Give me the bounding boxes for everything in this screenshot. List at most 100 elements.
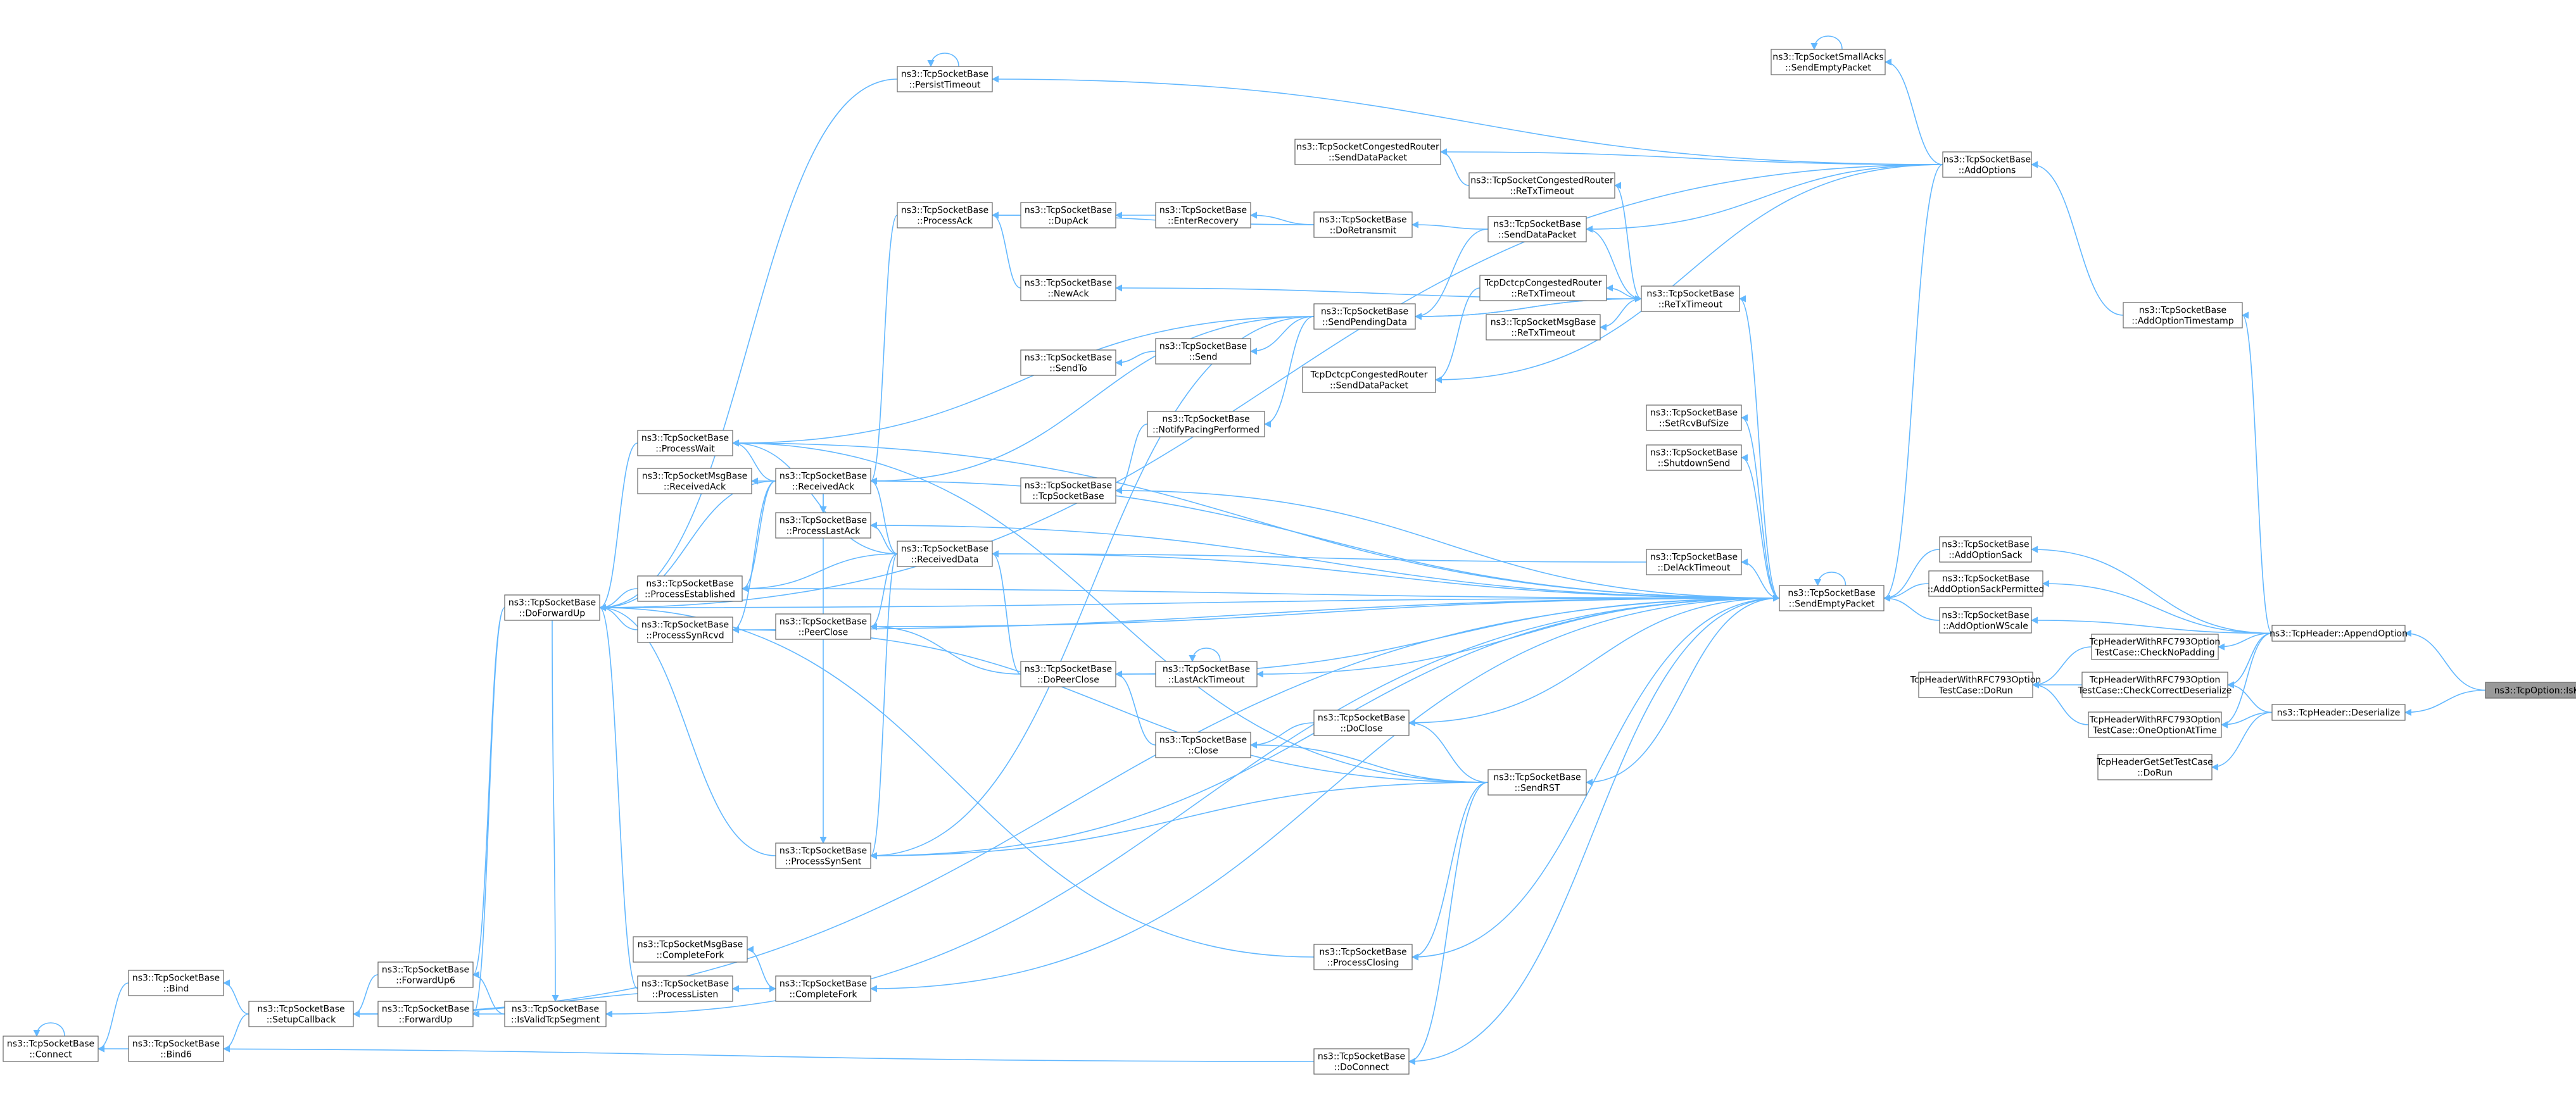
node-sendEmptyPacket[interactable]: ns3::TcpSocketBase::SendEmptyPacket: [1779, 585, 1885, 611]
edge-doForwardUp-to-processSynSent: [598, 604, 776, 856]
node-label-line: ::AddOptions: [1959, 166, 2016, 176]
node-sendPendingData[interactable]: ns3::TcpSocketBase::SendPendingData: [1313, 303, 1416, 330]
node-box: [637, 430, 733, 456]
node-label-line: ns3::TcpSocketMsgBase: [1491, 318, 1596, 328]
node-label-line: ns3::TcpSocketBase: [1942, 574, 2030, 584]
node-send[interactable]: ns3::TcpSocketBase::Send: [1155, 338, 1251, 365]
edge-tcpSocketBaseCtor-to-notifyPacing: [1114, 423, 1148, 494]
node-smallAcksSendEmpty[interactable]: ns3::TcpSocketSmallAcks::SendEmptyPacket: [1771, 49, 1886, 75]
node-doRetransmit[interactable]: ns3::TcpSocketBase::DoRetransmit: [1313, 211, 1413, 238]
node-dupAck[interactable]: ns3::TcpSocketBase::DupAck: [1020, 202, 1116, 228]
node-msgReceivedAck[interactable]: ns3::TcpSocketMsgBase::ReceivedAck: [637, 468, 752, 494]
node-processClosing[interactable]: ns3::TcpSocketBase::ProcessClosing: [1313, 944, 1413, 970]
node-box: [2485, 682, 2576, 699]
node-processSynRcvd[interactable]: ns3::TcpSocketBase::ProcessSynRcvd: [637, 616, 733, 643]
node-shutdownSend[interactable]: ns3::TcpSocketBase::ShutdownSend: [1646, 444, 1742, 471]
node-box: [1155, 202, 1251, 228]
node-enterRecovery[interactable]: ns3::TcpSocketBase::EnterRecovery: [1155, 202, 1251, 228]
node-appendOption[interactable]: ns3::TcpHeader::AppendOption: [2270, 625, 2408, 642]
node-oneOptionAtTime[interactable]: TcpHeaderWithRFC793OptionTestCase::OneOp…: [2088, 711, 2222, 738]
node-box: [2271, 704, 2406, 721]
node-label-line: ns3::TcpSocketCongestedRouter: [1470, 176, 1613, 186]
node-forwardUp[interactable]: ns3::TcpSocketBase::ForwardUp: [377, 1001, 474, 1027]
node-congRouterReTx[interactable]: ns3::TcpSocketCongestedRouter::ReTxTimeo…: [1468, 172, 1615, 199]
edge-doClose-to-sendRST: [1408, 719, 1489, 783]
node-isValidTcpSegment[interactable]: ns3::TcpSocketBase::IsValidTcpSegment: [504, 1001, 607, 1027]
node-box: [2088, 711, 2222, 738]
node-isKindKnown[interactable]: ns3::TcpOption::IsKindKnown: [2485, 682, 2576, 699]
edge-deserialize-to-isKindKnown: [2404, 689, 2486, 716]
node-dctcpSendData[interactable]: TcpDctcpCongestedRouter::SendDataPacket: [1302, 366, 1436, 393]
node-doForwardUp[interactable]: ns3::TcpSocketBase::DoForwardUp: [504, 594, 600, 621]
node-processListen[interactable]: ns3::TcpSocketBase::ProcessListen: [637, 975, 733, 1002]
node-reTxTimeout[interactable]: ns3::TcpSocketBase::ReTxTimeout: [1641, 285, 1740, 312]
node-label-line: ns3::TcpSocketBase: [641, 620, 729, 630]
node-processEstablished[interactable]: ns3::TcpSocketBase::ProcessEstablished: [637, 575, 743, 602]
node-peerClose[interactable]: ns3::TcpSocketBase::PeerClose: [775, 613, 871, 640]
node-sendRST[interactable]: ns3::TcpSocketBase::SendRST: [1487, 769, 1587, 796]
node-getSetDoRun[interactable]: TcpHeaderGetSetTestCase::DoRun: [2096, 754, 2213, 780]
node-label-line: ::ShutdownSend: [1658, 459, 1731, 469]
node-doPeerClose[interactable]: ns3::TcpSocketBase::DoPeerClose: [1020, 661, 1116, 687]
node-label-line: ns3::TcpSocketBase: [1650, 448, 1738, 458]
edge-forwardUp-to-doForwardUp: [472, 607, 505, 1018]
edge-bind-to-setupCallback: [222, 979, 249, 1015]
edge-receivedAck-to-sendPendingData: [869, 316, 1315, 485]
node-doConnect[interactable]: ns3::TcpSocketBase::DoConnect: [1313, 1048, 1410, 1075]
node-msgCompleteFork[interactable]: ns3::TcpSocketMsgBase::CompleteFork: [633, 936, 748, 963]
node-setRcvBufSize[interactable]: ns3::TcpSocketBase::SetRcvBufSize: [1646, 404, 1742, 431]
node-addOptionSack[interactable]: ns3::TcpSocketBase::AddOptionSack: [1939, 536, 2032, 563]
node-connect[interactable]: ns3::TcpSocketBase::Connect: [3, 1036, 99, 1062]
node-sendDataPacket[interactable]: ns3::TcpSocketBase::SendDataPacket: [1487, 216, 1587, 242]
node-box: [1294, 139, 1441, 165]
node-checkCorrectDeserialize[interactable]: TcpHeaderWithRFC793OptionTestCase::Check…: [2078, 672, 2232, 698]
node-box: [1479, 275, 1607, 301]
node-addOptionWScale[interactable]: ns3::TcpSocketBase::AddOptionWScale: [1939, 607, 2032, 634]
node-box: [1020, 349, 1116, 376]
node-receivedData[interactable]: ns3::TcpSocketBase::ReceivedData: [897, 541, 993, 567]
node-sendTo[interactable]: ns3::TcpSocketBase::SendTo: [1020, 349, 1116, 376]
node-label-line: ::ProcessSynRcvd: [646, 631, 724, 641]
node-checkNoPadding[interactable]: TcpHeaderWithRFC793OptionTestCase::Check…: [2089, 634, 2221, 660]
node-label-line: TcpHeaderWithRFC793Option: [2089, 675, 2221, 685]
node-delAckTimeout[interactable]: ns3::TcpSocketBase::DelAckTimeout: [1646, 549, 1742, 575]
node-processWait[interactable]: ns3::TcpSocketBase::ProcessWait: [637, 430, 733, 456]
node-addOptions[interactable]: ns3::TcpSocketBase::AddOptions: [1942, 151, 2032, 178]
node-label-line: ns3::TcpSocketBase: [1650, 408, 1738, 418]
node-box: [1918, 672, 2033, 698]
node-receivedAck[interactable]: ns3::TcpSocketBase::ReceivedAck: [775, 468, 871, 494]
node-box: [1641, 285, 1740, 312]
node-lastAckTimeout[interactable]: ns3::TcpSocketBase::LastAckTimeout: [1155, 661, 1258, 687]
edge-dctcpReTx-to-reTxTimeout: [1605, 284, 1642, 299]
node-label-line: TestCase::CheckCorrectDeserialize: [2078, 686, 2232, 696]
node-completeFork[interactable]: ns3::TcpSocketBase::CompleteFork: [775, 975, 871, 1002]
node-forwardUp6[interactable]: ns3::TcpSocketBase::ForwardUp6: [377, 961, 474, 988]
node-addOptionTimestamp[interactable]: ns3::TcpSocketBase::AddOptionTimestamp: [2123, 302, 2243, 328]
node-doClose[interactable]: ns3::TcpSocketBase::DoClose: [1313, 710, 1410, 736]
node-newAck[interactable]: ns3::TcpSocketBase::NewAck: [1020, 275, 1116, 301]
node-processAck[interactable]: ns3::TcpSocketBase::ProcessAck: [897, 202, 993, 228]
node-processLastAck[interactable]: ns3::TcpSocketBase::ProcessLastAck: [775, 512, 871, 539]
node-msgReTx[interactable]: ns3::TcpSocketMsgBase::ReTxTimeout: [1486, 314, 1601, 341]
node-close[interactable]: ns3::TcpSocketBase::Close: [1155, 732, 1251, 758]
edge-connect-to-bind: [97, 982, 129, 1053]
node-congRouterSendData[interactable]: ns3::TcpSocketCongestedRouter::SendDataP…: [1294, 139, 1441, 165]
node-setupCallback[interactable]: ns3::TcpSocketBase::SetupCallback: [248, 1001, 354, 1027]
node-box: [1020, 477, 1116, 504]
node-addOptionSackPermitted[interactable]: ns3::TcpSocketBase::AddOptionSackPermitt…: [1928, 570, 2045, 597]
node-label-line: ns3::TcpSocketBase: [641, 434, 729, 444]
node-tcpSocketBaseCtor[interactable]: ns3::TcpSocketBase::TcpSocketBase: [1020, 477, 1116, 504]
node-dctcpReTx[interactable]: TcpDctcpCongestedRouter::ReTxTimeout: [1479, 275, 1607, 301]
node-label-line: ::SendEmptyPacket: [1785, 63, 1871, 73]
node-deserialize[interactable]: ns3::TcpHeader::Deserialize: [2271, 704, 2406, 721]
node-box: [775, 613, 871, 640]
node-bind6[interactable]: ns3::TcpSocketBase::Bind6: [128, 1036, 224, 1062]
node-label-line: TestCase::OneOptionAtTime: [2092, 726, 2217, 736]
edge-shutdownSend-to-sendEmptyPacket: [1740, 454, 1780, 599]
node-processSynSent[interactable]: ns3::TcpSocketBase::ProcessSynSent: [775, 842, 871, 869]
node-persistTimeout[interactable]: ns3::TcpSocketBase::PersistTimeout: [897, 66, 993, 92]
node-label-line: ns3::TcpOption::IsKindKnown: [2494, 686, 2576, 696]
node-bind[interactable]: ns3::TcpSocketBase::Bind: [128, 970, 224, 996]
node-notifyPacing[interactable]: ns3::TcpSocketBase::NotifyPacingPerforme…: [1147, 411, 1265, 437]
